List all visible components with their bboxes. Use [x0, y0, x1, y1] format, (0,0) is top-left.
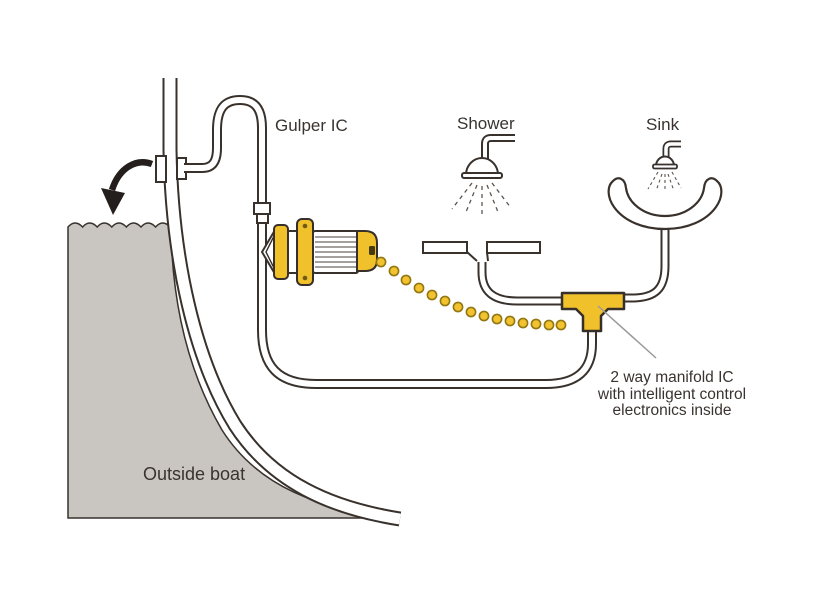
outside-boat-label: Outside boat	[143, 464, 246, 484]
sea-water	[67, 222, 399, 519]
manifold-tee-icon	[560, 291, 626, 333]
shower-drain-pipe	[477, 253, 566, 306]
vented-loop-pipe	[184, 94, 267, 212]
motor-fins	[315, 236, 356, 268]
sink-label: Sink	[646, 115, 680, 134]
shower-tray-icon	[422, 241, 541, 262]
suction-pipe	[257, 208, 597, 389]
sink-bowl-icon	[607, 177, 723, 231]
boat-hull	[162, 78, 402, 527]
manifold-annotation-line2: with intelligent control	[597, 385, 747, 403]
discharge-arrow-icon	[101, 159, 154, 215]
faucet-spray	[647, 171, 682, 192]
gulper-pump-icon	[253, 202, 378, 286]
manifold-annotation: 2 way manifold IC with intelligent contr…	[574, 369, 770, 420]
manifold-annotation-line1: 2 way manifold IC	[610, 369, 734, 386]
shower-head-icon	[451, 134, 515, 214]
manifold-pointer-line	[597, 305, 657, 359]
sink-drain-pipe	[620, 216, 670, 303]
manifold-annotation-line3: electronics inside	[612, 402, 732, 419]
sink-faucet-icon	[647, 140, 682, 192]
signal-dots-icon	[375, 256, 567, 331]
shower-label: Shower	[457, 114, 515, 133]
gulper-ic-label: Gulper IC	[275, 116, 348, 135]
shower-spray	[451, 182, 512, 214]
